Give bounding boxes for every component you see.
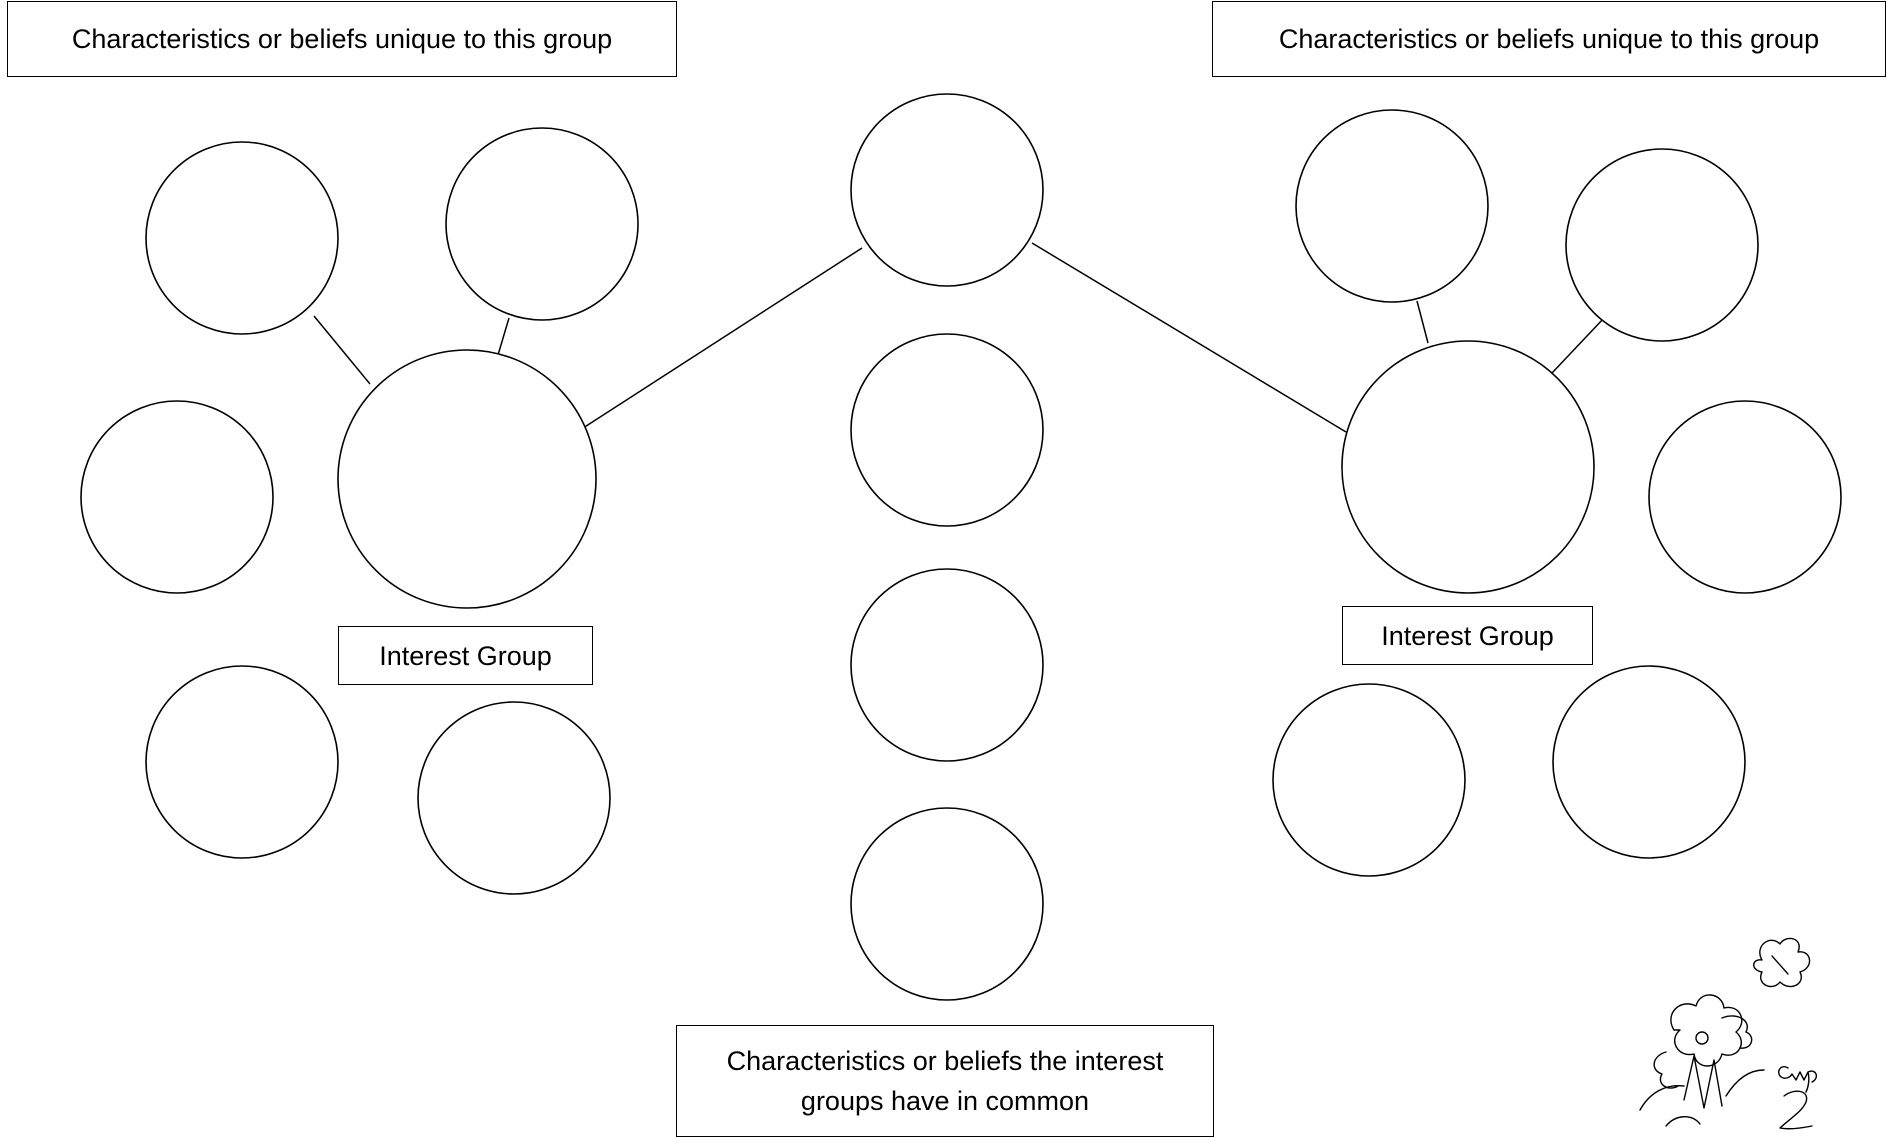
doodle-flower-center: [1695, 1031, 1709, 1045]
common-bubble-2[interactable]: [850, 333, 1044, 527]
right-interest-group-circle[interactable]: [1341, 340, 1595, 594]
connector-right-center-to-top-right-bubble: [1551, 317, 1605, 374]
left-unique-bubble-top-right[interactable]: [445, 127, 639, 321]
left-unique-bubble-bottom-right[interactable]: [417, 701, 611, 895]
common-bubble-4[interactable]: [850, 807, 1044, 1001]
right-unique-bubble-top-left[interactable]: [1295, 109, 1489, 303]
right-group-header: Characteristics or beliefs unique to thi…: [1212, 1, 1886, 77]
left-unique-bubble-top-left[interactable]: [145, 141, 339, 335]
left-unique-bubble-bottom-left[interactable]: [145, 665, 339, 859]
connector-right-center-to-common-top: [1031, 242, 1347, 433]
connector-left-center-to-top-left-bubble: [313, 315, 371, 385]
right-interest-group-label: Interest Group: [1342, 606, 1593, 665]
right-unique-bubble-bottom-left[interactable]: [1272, 683, 1466, 877]
connector-left-center-to-common-top: [579, 247, 863, 431]
right-unique-bubble-top-right[interactable]: [1565, 148, 1759, 342]
common-characteristics-label: Characteristics or beliefs the interest …: [676, 1025, 1214, 1137]
common-bubble-3[interactable]: [850, 568, 1044, 762]
right-unique-bubble-bottom-right[interactable]: [1552, 665, 1746, 859]
left-interest-group-label: Interest Group: [338, 626, 593, 685]
connector-right-center-to-top-left-bubble: [1416, 300, 1429, 344]
doodle-signature-icon: [1639, 937, 1818, 1130]
left-interest-group-circle[interactable]: [337, 349, 597, 609]
common-bubble-1[interactable]: [850, 93, 1044, 287]
left-unique-bubble-middle[interactable]: [80, 400, 274, 594]
right-unique-bubble-middle[interactable]: [1648, 400, 1842, 594]
connector-left-center-to-top-right-bubble: [497, 317, 510, 356]
left-group-header: Characteristics or beliefs unique to thi…: [7, 1, 677, 77]
